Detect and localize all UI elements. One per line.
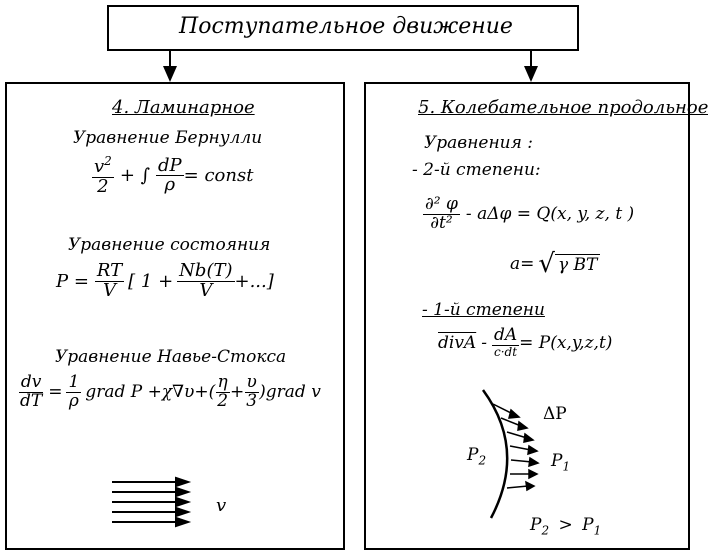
dp-rho-fraction: dP ρ bbox=[156, 154, 184, 196]
div-equation: divA - dA c·dt = P(x,y,z,t) bbox=[438, 325, 613, 359]
navier-equation: dv dT = 1 ρ grad P +χ∇υ+( η 2 + υ 3 )gra… bbox=[18, 372, 321, 411]
laminar-flow-arrows bbox=[112, 476, 192, 528]
oscillatory-title: 5. Колебательное продольное bbox=[418, 97, 708, 118]
header-title: Поступательное движение bbox=[179, 14, 513, 39]
first-degree-label: - 1-й степени bbox=[422, 300, 545, 320]
p1-label: P1 bbox=[551, 451, 571, 474]
equations-label: Уравнения : bbox=[424, 133, 533, 153]
bernoulli-equation: v2 2 + ∫ dP ρ = const bbox=[92, 154, 254, 197]
v2-fraction: v2 2 bbox=[92, 154, 114, 197]
second-degree-label: - 2-й степени: bbox=[412, 160, 541, 180]
laminar-panel bbox=[5, 82, 345, 550]
laminar-title: 4. Ламинарное bbox=[112, 97, 255, 118]
oscillatory-panel bbox=[364, 82, 690, 550]
wavefront-diagram bbox=[481, 389, 540, 519]
delta-p-label: ΔP bbox=[543, 404, 567, 424]
flow-velocity-label: v bbox=[216, 495, 227, 516]
connector-arrows bbox=[163, 51, 538, 82]
state-label: Уравнение состояния bbox=[68, 235, 271, 255]
a-equation: a= √ γ BT bbox=[510, 249, 601, 279]
state-equation: P = RT V [ 1 + Nb(T) V +...] bbox=[56, 260, 274, 301]
p2-label: P2 bbox=[467, 445, 487, 468]
pressure-inequality: P2 > P1 bbox=[530, 515, 602, 538]
header-box bbox=[107, 5, 579, 51]
navier-label: Уравнение Навье-Стокса bbox=[55, 347, 287, 367]
bernoulli-label: Уравнение Бернулли bbox=[73, 128, 263, 148]
wave-equation: ∂² φ ∂t² - aΔφ = Q(x, y, z, t ) bbox=[423, 194, 635, 233]
